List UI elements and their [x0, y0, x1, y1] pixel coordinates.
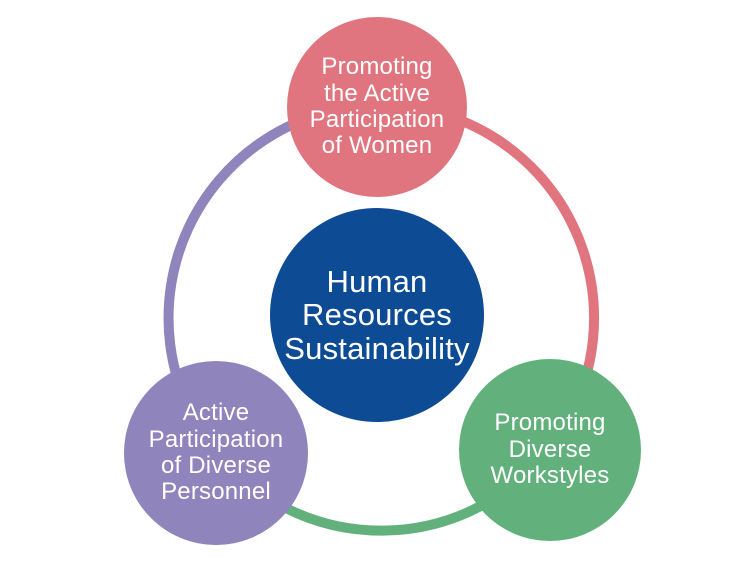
- node-diverse-personnel-label: Active Participation of Diverse Personne…: [124, 399, 308, 506]
- node-center-label: Human Resources Sustainability: [270, 263, 484, 366]
- label-line: of Diverse: [160, 452, 272, 479]
- label-line: Diverse: [508, 435, 592, 463]
- label-line: Participation: [148, 425, 284, 453]
- label-line: Workstyles: [490, 462, 610, 490]
- node-promoting-women-label: Promoting the Active Participation of Wo…: [287, 53, 467, 160]
- label-line: Resources: [302, 297, 452, 333]
- node-diverse-personnel: Active Participation of Diverse Personne…: [124, 361, 308, 545]
- node-promoting-women: Promoting the Active Participation of Wo…: [287, 17, 467, 197]
- node-diverse-workstyles: Promoting Diverse Workstyles: [459, 359, 641, 541]
- label-line: Active: [182, 399, 250, 427]
- label-line: the Active: [323, 79, 431, 107]
- label-line: Personnel: [161, 478, 271, 506]
- label-line: of Women: [321, 132, 433, 160]
- label-line: Promoting: [321, 53, 433, 81]
- node-human-resources-sustainability: Human Resources Sustainability: [270, 208, 484, 422]
- node-diverse-workstyles-label: Promoting Diverse Workstyles: [459, 409, 641, 490]
- label-line: Human: [326, 263, 428, 299]
- label-line: Participation: [309, 106, 445, 133]
- label-line: Promoting: [494, 409, 606, 437]
- label-line: Sustainability: [284, 330, 470, 366]
